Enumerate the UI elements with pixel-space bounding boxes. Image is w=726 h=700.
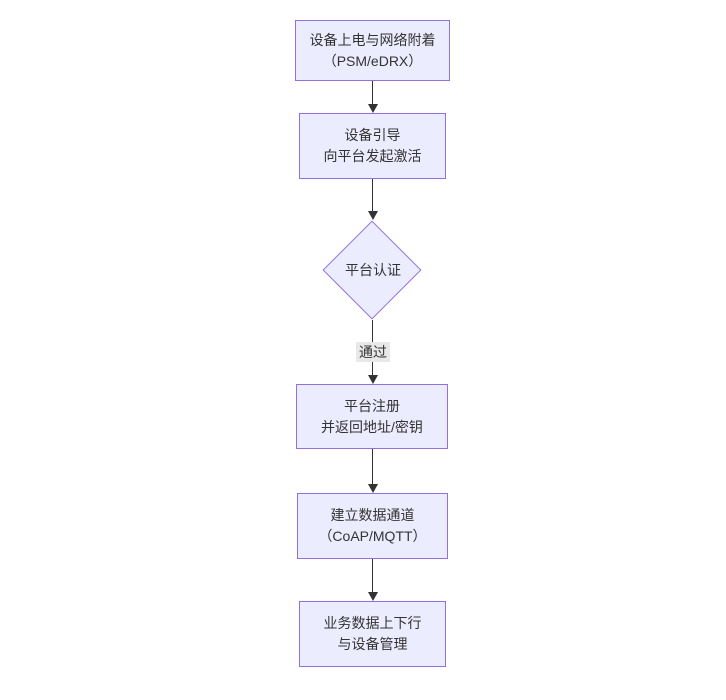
- node-power-attach: 设备上电与网络附着 （PSM/eDRX）: [295, 20, 450, 81]
- edge-line: [372, 449, 373, 485]
- node-platform-register: 平台注册 并返回地址/密钥: [296, 384, 448, 449]
- edge-arrow-channel-to-business: [367, 559, 378, 601]
- node-label-line: 设备引导: [344, 127, 401, 143]
- node-label-line: 建立数据通道: [330, 507, 415, 523]
- node-label-line: 业务数据上下行: [323, 615, 422, 631]
- edge-line: [372, 179, 373, 212]
- node-label-line: 向平台发起激活: [323, 148, 422, 164]
- node-label-line: （PSM/eDRX）: [322, 52, 423, 69]
- arrowhead-down-icon: [367, 104, 378, 113]
- edge-label-pass: 通过: [356, 342, 390, 362]
- arrowhead-down-icon: [367, 484, 378, 493]
- node-label-line: 平台注册: [344, 397, 400, 414]
- decision-label: 平台认证: [345, 262, 401, 278]
- node-label-line: 与设备管理: [337, 636, 408, 652]
- arrowhead-down-icon: [367, 592, 378, 601]
- node-business-data: 业务数据上下行 与设备管理: [299, 601, 446, 667]
- edge-line: [372, 81, 373, 105]
- node-label-line: 设备上电与网络附着: [309, 31, 436, 48]
- arrowhead-down-icon: [367, 375, 378, 384]
- node-data-channel: 建立数据通道 （CoAP/MQTT）: [297, 493, 448, 559]
- edge-arrow-power-to-bootstrap: [367, 81, 378, 113]
- edge-arrow-register-to-channel: [367, 449, 378, 493]
- node-bootstrap-activate: 设备引导 向平台发起激活: [299, 113, 446, 179]
- edge-line: [372, 559, 373, 593]
- node-label-line: 并返回地址/密钥: [321, 418, 423, 435]
- node-label-line: （CoAP/MQTT）: [318, 528, 427, 544]
- arrowhead-down-icon: [367, 211, 378, 220]
- edge-arrow-bootstrap-to-auth: [367, 179, 378, 220]
